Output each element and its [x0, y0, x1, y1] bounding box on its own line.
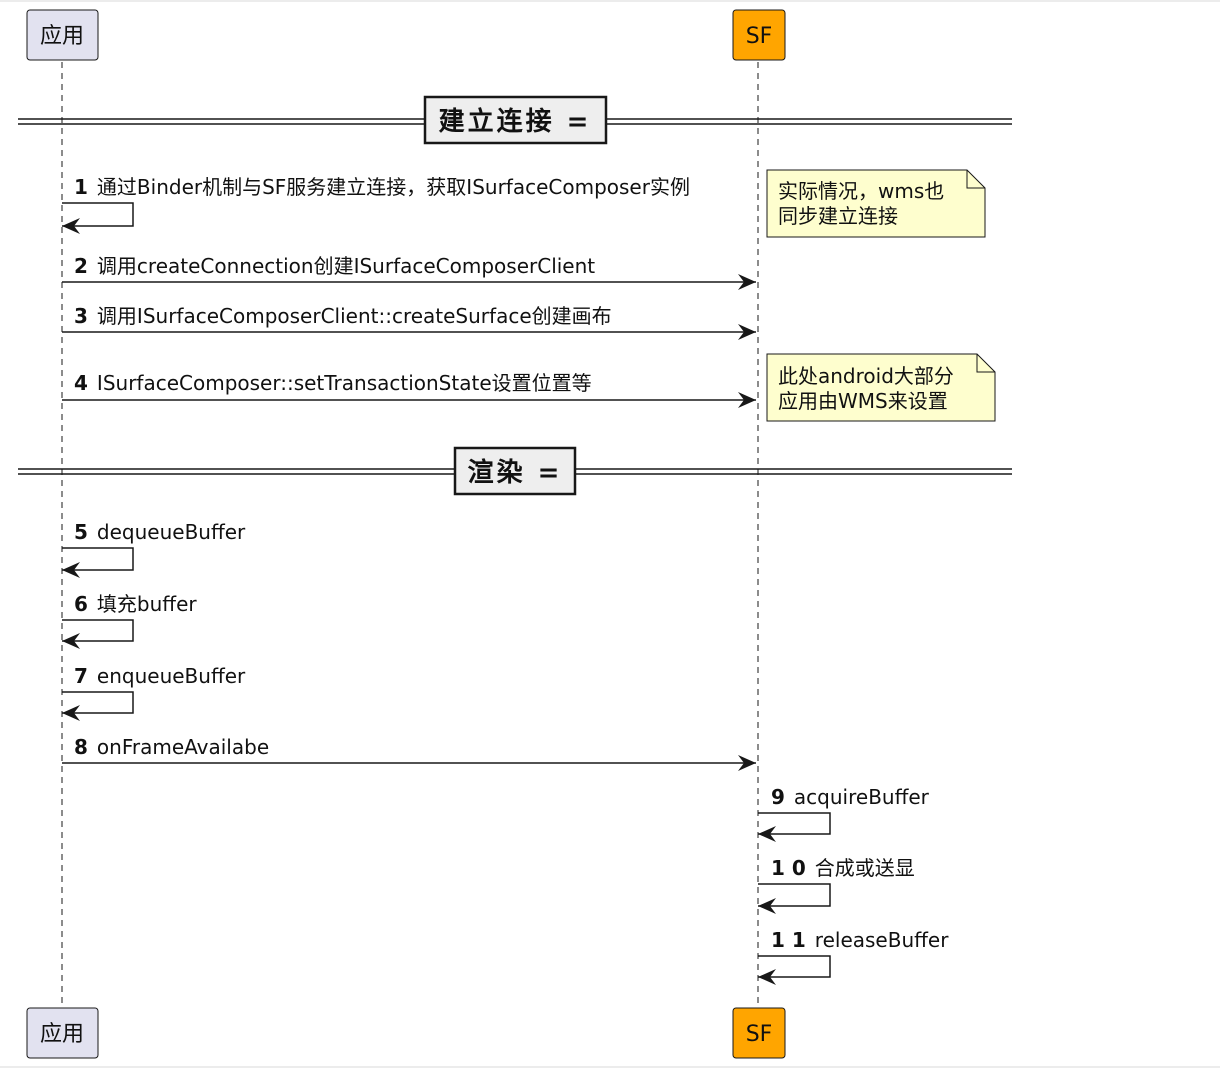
message-5-text: dequeueBuffer — [97, 520, 246, 544]
note-wms-set: 此处android大部分 应用由WMS来设置 — [766, 353, 996, 422]
participant-sf-bottom: SF — [732, 1007, 786, 1059]
note-wms-sync-line-2: 同步建立连接 — [778, 204, 898, 228]
message-4-number: 4 — [74, 371, 88, 395]
message-8-number: 8 — [74, 735, 88, 759]
message-9: 9 acquireBuffer — [758, 785, 930, 842]
message-2: 2 调用createConnection创建ISurfaceComposerCli… — [62, 254, 756, 290]
participant-sf-label: SF — [746, 24, 773, 49]
message-9-number: 9 — [771, 785, 785, 809]
message-7-text: enqueueBuffer — [97, 664, 246, 688]
participant-app-bottom: 应用 — [26, 1007, 99, 1059]
participant-app-label: 应用 — [40, 24, 84, 49]
message-1-text: 通过Binder机制与SF服务建立连接，获取ISurfaceComposer实例 — [97, 175, 690, 199]
divider-render-label: 渲染 = — [468, 457, 563, 488]
message-7: 7 enqueueBuffer — [62, 664, 246, 721]
message-8: 8 onFrameAvailabe — [62, 735, 756, 771]
note-wms-set-line-2: 应用由WMS来设置 — [778, 389, 948, 413]
message-4-text: ISurfaceComposer::setTransactionState设置位… — [97, 371, 592, 395]
message-2-text: 调用createConnection创建ISurfaceComposerClie… — [97, 254, 595, 278]
message-11-number: 1 1 — [771, 928, 806, 952]
note-wms-sync: 实际情况，wms也 同步建立连接 — [766, 169, 986, 238]
message-3: 3 调用ISurfaceComposerClient::createSurface… — [62, 304, 756, 340]
message-4: 4 ISurfaceComposer::setTransactionState设置… — [62, 371, 756, 408]
message-9-text: acquireBuffer — [794, 785, 930, 809]
message-6-number: 6 — [74, 592, 88, 616]
message-3-text: 调用ISurfaceComposerClient::createSurface创… — [97, 304, 612, 328]
message-7-number: 7 — [74, 664, 88, 688]
participant-app-label: 应用 — [40, 1022, 84, 1047]
message-3-number: 3 — [74, 304, 88, 328]
participant-sf-label: SF — [746, 1022, 773, 1047]
message-6: 6 填充buffer — [62, 592, 197, 649]
message-11: 1 1 releaseBuffer — [758, 928, 949, 985]
divider-connect: 建立连接 = — [18, 95, 1012, 145]
message-1-number: 1 — [74, 175, 88, 199]
divider-connect-label: 建立连接 = — [439, 106, 592, 137]
message-8-text: onFrameAvailabe — [97, 735, 269, 759]
message-1: 1 通过Binder机制与SF服务建立连接，获取ISurfaceComposer实… — [62, 175, 690, 234]
message-5: 5 dequeueBuffer — [62, 520, 246, 578]
note-wms-set-line-1: 此处android大部分 — [778, 364, 954, 388]
message-10-text: 合成或送显 — [815, 856, 915, 880]
message-11-text: releaseBuffer — [815, 928, 949, 952]
divider-render: 渲染 = — [18, 446, 1012, 496]
message-5-number: 5 — [74, 520, 88, 544]
participant-sf-top: SF — [732, 9, 786, 61]
message-2-number: 2 — [74, 254, 88, 278]
message-10: 1 0 合成或送显 — [758, 856, 915, 914]
participant-app-top: 应用 — [26, 9, 99, 61]
note-wms-sync-line-1: 实际情况，wms也 — [778, 179, 944, 203]
message-6-text: 填充buffer — [97, 592, 197, 616]
message-10-number: 1 0 — [771, 856, 806, 880]
